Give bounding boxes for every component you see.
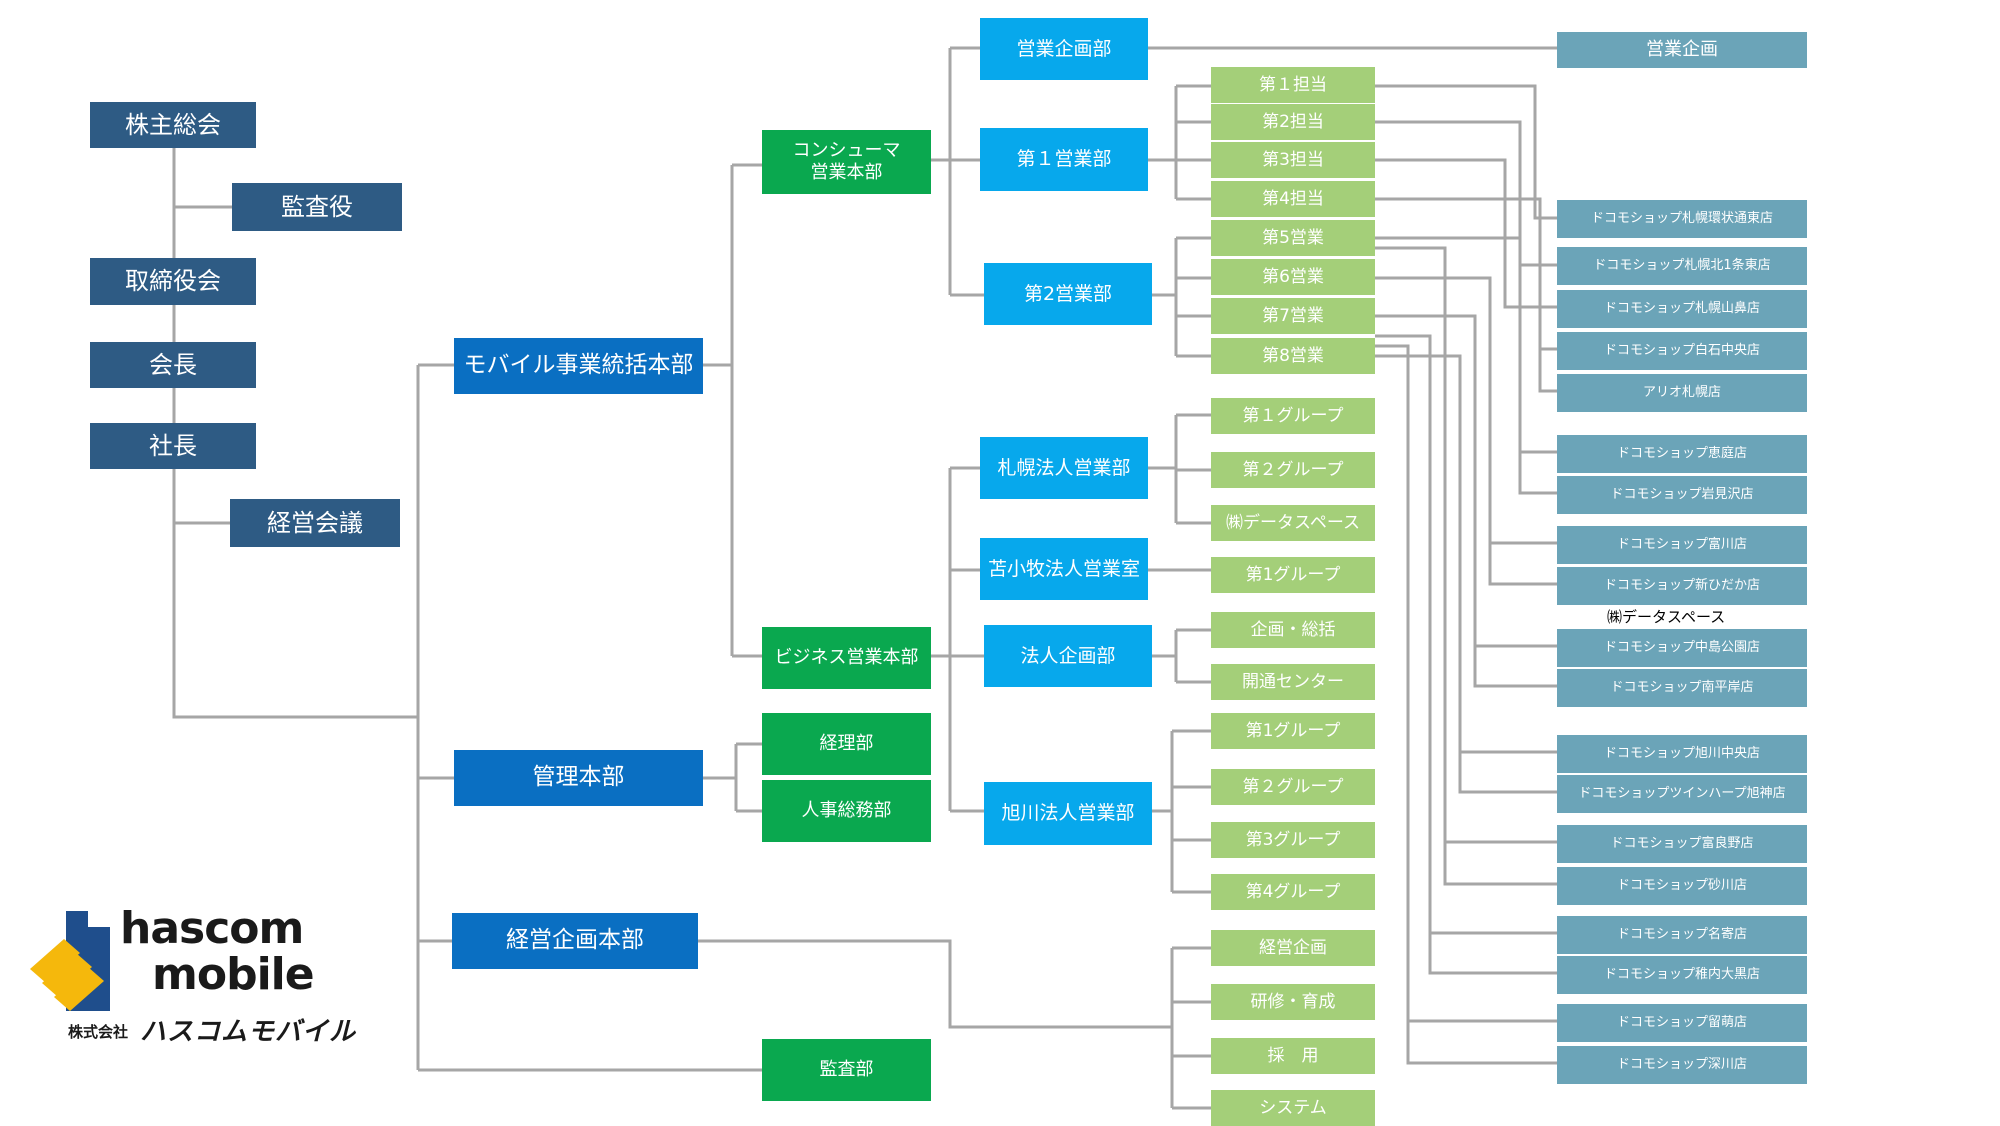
sapporo-corporate-sales-dept-box: 札幌法人営業部 <box>980 437 1148 499</box>
logo-word-mobile: mobile <box>152 949 315 1000</box>
shop-box: ドコモショップ砂川店 <box>1557 867 1807 905</box>
company-logo: hascom mobile 株式会社 ハスコムモバイル <box>28 905 373 1055</box>
team-1-box: 第１担当 <box>1211 67 1375 103</box>
training-development-box: 研修・育成 <box>1211 984 1375 1020</box>
sales-dept-2-box: 第2営業部 <box>984 263 1152 325</box>
sales-planning-unit-box: 営業企画 <box>1557 32 1807 68</box>
team-3-box: 第3担当 <box>1211 142 1375 178</box>
shop-box: アリオ札幌店 <box>1557 374 1807 412</box>
sapporo-group-1-box: 第１グループ <box>1211 398 1375 434</box>
management-meeting-box: 経営会議 <box>230 499 400 547</box>
shop-box: ドコモショップ名寄店 <box>1557 916 1807 954</box>
shop-box: ドコモショップ新ひだか店 <box>1557 567 1807 605</box>
shareholders-meeting-box: 株主総会 <box>90 102 256 148</box>
corporate-planning-dept-box: 法人企画部 <box>984 625 1152 687</box>
recruitment-box: 採 用 <box>1211 1038 1375 1074</box>
team-2-box: 第2担当 <box>1211 104 1375 140</box>
asahikawa-group-3-box: 第3グループ <box>1211 822 1375 858</box>
shop-box: ドコモショップ深川店 <box>1557 1046 1807 1084</box>
auditor-box: 監査役 <box>232 183 402 231</box>
logo-mark-icon <box>30 911 110 1011</box>
shop-box: ドコモショップ稚内大黒店 <box>1557 956 1807 994</box>
sales-unit-8-box: 第8営業 <box>1211 338 1375 374</box>
logo-company-name: ハスコムモバイル <box>140 1017 357 1047</box>
shop-box: ドコモショップ富川店 <box>1557 526 1807 564</box>
consumer-sales-hq-box: コンシューマ 営業本部 <box>762 130 931 194</box>
president-box: 社長 <box>90 423 256 469</box>
asahikawa-corporate-sales-dept-box: 旭川法人営業部 <box>984 782 1152 845</box>
sales-unit-5-box: 第5営業 <box>1211 220 1375 256</box>
data-space-box: ㈱データスペース <box>1211 505 1375 541</box>
tomakomai-group-1-box: 第1グループ <box>1211 557 1375 593</box>
shop-box: ドコモショップ旭川中央店 <box>1557 735 1807 773</box>
sales-unit-6-box: 第6営業 <box>1211 259 1375 295</box>
management-planning-box: 経営企画 <box>1211 930 1375 966</box>
team-4-box: 第4担当 <box>1211 181 1375 217</box>
asahikawa-group-4-box: 第4グループ <box>1211 874 1375 910</box>
accounting-dept-box: 経理部 <box>762 713 931 775</box>
logo-company-prefix: 株式会社 <box>68 1023 129 1041</box>
shop-box: ドコモショップ白石中央店 <box>1557 332 1807 370</box>
board-of-directors-box: 取締役会 <box>90 258 256 305</box>
logo-word-hascom: hascom <box>120 903 304 954</box>
asahikawa-group-1-box: 第1グループ <box>1211 713 1375 749</box>
shop-box: ドコモショップツインハープ旭神店 <box>1557 775 1807 813</box>
tomakomai-corporate-sales-office-box: 苫小牧法人営業室 <box>980 538 1148 600</box>
chairman-box: 会長 <box>90 342 256 388</box>
shop-box: ドコモショップ札幌北1条東店 <box>1557 247 1807 285</box>
activation-center-box: 開通センター <box>1211 664 1375 700</box>
shop-box: ドコモショップ札幌山鼻店 <box>1557 290 1807 328</box>
hr-general-affairs-dept-box: 人事総務部 <box>762 780 931 842</box>
corporate-planning-hq-box: 経営企画本部 <box>452 913 698 969</box>
shop-box: ドコモショップ留萌店 <box>1557 1004 1807 1042</box>
systems-box: システム <box>1211 1090 1375 1126</box>
administration-hq-box: 管理本部 <box>454 750 703 806</box>
mobile-business-hq-box: モバイル事業統括本部 <box>454 338 703 394</box>
shop-box: ドコモショップ恵庭店 <box>1557 435 1807 473</box>
shop-box: ドコモショップ南平岸店 <box>1557 669 1807 707</box>
shop-box: ドコモショップ富良野店 <box>1557 825 1807 863</box>
sapporo-group-2-box: 第２グループ <box>1211 452 1375 488</box>
sales-planning-dept-box: 営業企画部 <box>980 18 1148 80</box>
sales-unit-7-box: 第7営業 <box>1211 298 1375 334</box>
business-sales-hq-box: ビジネス営業本部 <box>762 627 931 689</box>
shop-box: ドコモショップ中島公園店 <box>1557 629 1807 667</box>
data-space-floating-label: ㈱データスペース <box>1607 608 1726 626</box>
shop-box: ドコモショップ札幌環状通東店 <box>1557 200 1807 238</box>
sales-dept-1-box: 第１営業部 <box>980 128 1148 191</box>
asahikawa-group-2-box: 第２グループ <box>1211 769 1375 805</box>
planning-general-box: 企画・総括 <box>1211 612 1375 648</box>
shop-box: ドコモショップ岩見沢店 <box>1557 476 1807 514</box>
audit-dept-box: 監査部 <box>762 1039 931 1101</box>
